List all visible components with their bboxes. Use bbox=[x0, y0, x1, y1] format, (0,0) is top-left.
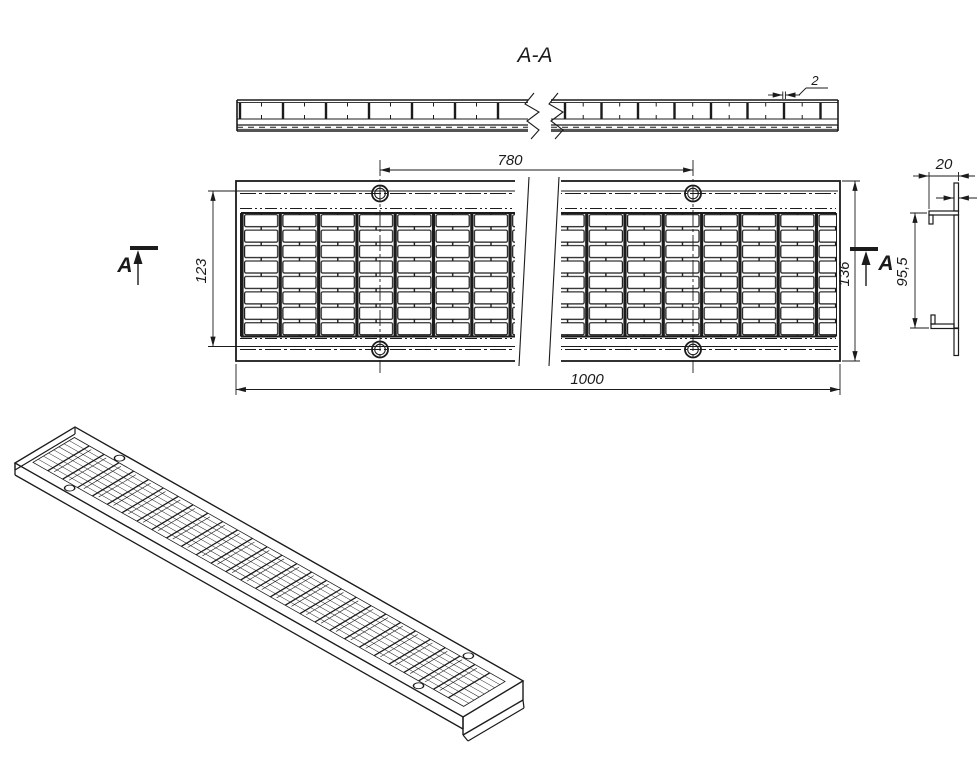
profile-top-flange bbox=[928, 210, 960, 216]
section-cut-marker-left: A bbox=[116, 246, 158, 285]
isometric-mesh bbox=[37, 440, 501, 704]
bolt-hole-bottom-left bbox=[371, 340, 389, 359]
isometric-view bbox=[13, 426, 525, 742]
plan-break-line-left bbox=[518, 176, 530, 367]
iso-bolt-hole bbox=[412, 682, 425, 690]
dim-overall-width: 136 bbox=[836, 180, 860, 362]
slot-grid-left bbox=[242, 213, 515, 337]
section-view-a-a: 2 bbox=[236, 73, 839, 140]
section-title: A-A bbox=[515, 44, 552, 67]
dim-overall-length: 1000 bbox=[235, 364, 841, 395]
dim-hole-spacing: 780 bbox=[380, 152, 693, 173]
break-line-right bbox=[548, 92, 564, 140]
profile-top-lip bbox=[928, 214, 934, 225]
slot-grid-right bbox=[561, 213, 836, 337]
profile-web bbox=[953, 214, 960, 329]
plan-break-line-right bbox=[548, 176, 560, 367]
section-bars bbox=[238, 102, 822, 119]
break-line-left bbox=[524, 92, 540, 140]
inner-width-label: 123 bbox=[193, 258, 210, 284]
bolt-hole-bottom-right bbox=[684, 340, 702, 359]
iso-right-end bbox=[462, 681, 525, 742]
profile-bottom-flange bbox=[930, 323, 955, 330]
dim-edge-height: 95,5 bbox=[894, 212, 929, 329]
iso-left-end bbox=[14, 428, 76, 471]
section-cut-marker-right: A bbox=[850, 247, 894, 286]
hole-spacing-label: 780 bbox=[497, 152, 523, 169]
bar-thickness-label: 2 bbox=[810, 73, 819, 88]
iso-top-face bbox=[13, 426, 525, 718]
cut-marker-left-label: A bbox=[116, 254, 132, 277]
dim-edge-width: 20 bbox=[913, 156, 975, 209]
profile-bottom-tab bbox=[953, 327, 960, 357]
iso-bolt-hole bbox=[63, 484, 76, 492]
iso-bolt-hole bbox=[462, 652, 475, 660]
edge-width-label: 20 bbox=[935, 156, 953, 173]
iso-side-wall bbox=[14, 463, 464, 730]
overall-length-label: 1000 bbox=[570, 371, 604, 388]
profile-bottom-lip bbox=[930, 314, 936, 325]
dim-bar-thickness: 2 bbox=[768, 73, 828, 99]
edge-height-label: 95,5 bbox=[894, 257, 911, 287]
profile-view: 20 95,5 bbox=[894, 156, 977, 357]
iso-bolt-hole bbox=[113, 454, 126, 462]
overall-width-label: 136 bbox=[836, 261, 853, 287]
cut-marker-right-label: A bbox=[877, 252, 893, 275]
profile-top-tab bbox=[953, 182, 960, 212]
dim-inner-width: 123 bbox=[193, 190, 240, 347]
bolt-hole-top-right bbox=[684, 184, 702, 203]
bolt-hole-top-left bbox=[371, 184, 389, 203]
plan-view bbox=[235, 160, 841, 373]
